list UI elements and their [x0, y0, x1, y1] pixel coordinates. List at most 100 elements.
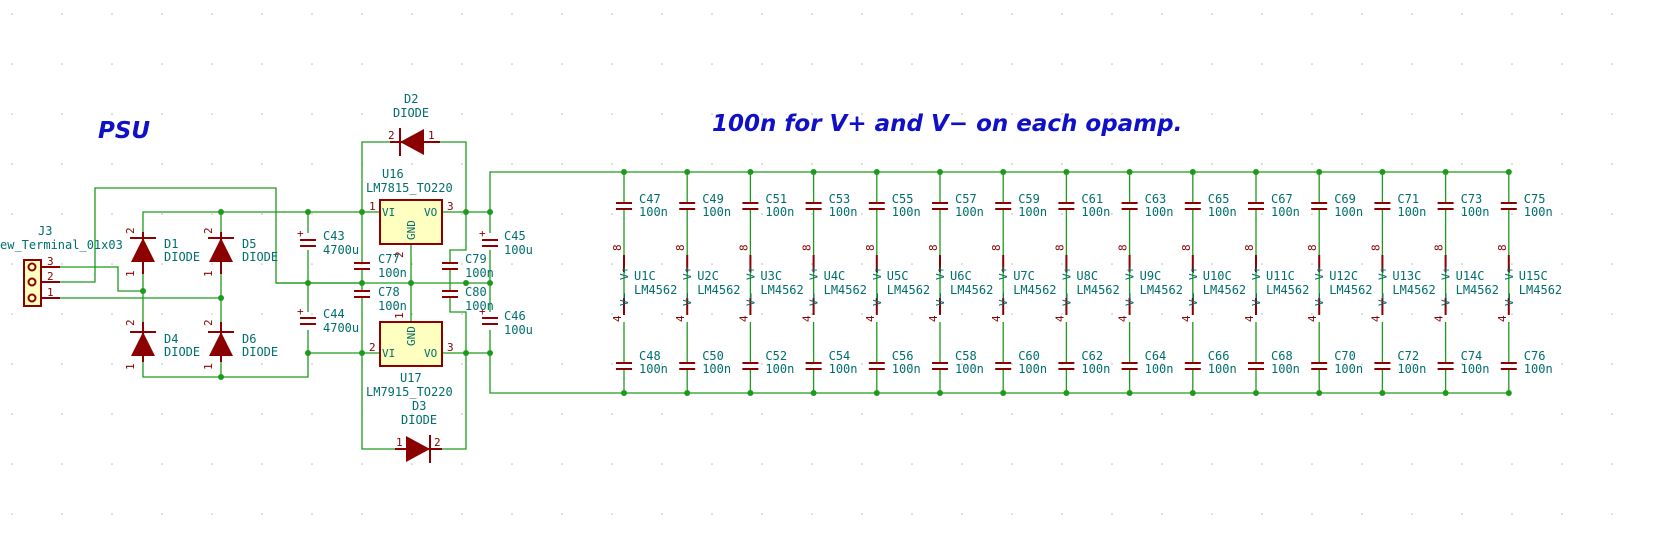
- regulator-u16[interactable]: U16 LM7815_TO220 VI VO GND 1 3 2: [366, 167, 454, 258]
- d3-value: DIODE: [401, 413, 437, 427]
- opamp-pin-vminus: V−: [1124, 292, 1137, 306]
- capacitor-c44[interactable]: + C44 4700u: [297, 305, 359, 335]
- cap-bot-ref: C58: [955, 349, 977, 363]
- c44-value: 4700u: [323, 321, 359, 335]
- cap-top-ref: C73: [1461, 192, 1483, 206]
- capacitor-c43[interactable]: + C43 4700u: [297, 227, 359, 257]
- cap-top-ref: C51: [765, 192, 787, 206]
- capacitor-c46[interactable]: + C46 100u: [479, 305, 533, 337]
- d1-ref: D1: [164, 237, 178, 251]
- cap-bot-ref: C70: [1334, 349, 1356, 363]
- diode-d5[interactable]: D5 DIODE 2 1: [202, 227, 278, 277]
- d3-ref: D3: [412, 399, 426, 413]
- opamp-pin-vplus: V+: [1250, 266, 1263, 280]
- opamp-pin-vplus: V+: [744, 266, 757, 280]
- capacitor-c80[interactable]: C80 100n: [442, 285, 494, 313]
- cap-bot-ref: C52: [765, 349, 787, 363]
- cap-top-value: 100n: [1271, 205, 1300, 219]
- cap-bot-value: 100n: [1208, 362, 1237, 376]
- cap-top-ref: C49: [702, 192, 724, 206]
- opamp-pin-num-4: 4: [611, 315, 624, 322]
- svg-text:+: +: [479, 305, 486, 318]
- cap-bot-value: 100n: [1018, 362, 1047, 376]
- regulator-u17[interactable]: U17 LM7915_TO220 VI VO GND 2 3 1: [366, 312, 454, 399]
- cap-top-value: 100n: [1334, 205, 1363, 219]
- cap-top-value: 100n: [1524, 205, 1553, 219]
- opamp-pin-num-4: 4: [737, 315, 750, 322]
- psu-wires: [60, 141, 1506, 450]
- c80-value: 100n: [465, 299, 494, 313]
- cap-bot-ref: C66: [1208, 349, 1230, 363]
- u17-pin-num-out: 3: [447, 341, 454, 354]
- diode-d6[interactable]: D6 DIODE 2 1: [202, 319, 278, 370]
- capacitor-c78[interactable]: C78 100n: [354, 285, 407, 313]
- c46-ref: C46: [504, 309, 526, 323]
- diode-d2[interactable]: D2 DIODE 2 1: [388, 92, 440, 156]
- opamp-unit-value: LM4562: [1076, 283, 1119, 297]
- d1-pin-2: 2: [124, 227, 137, 234]
- opamp-pin-vplus: V+: [997, 266, 1010, 280]
- diode-d3[interactable]: D3 DIODE 1 2: [395, 399, 442, 463]
- capacitor-c45[interactable]: + C45 100u: [479, 227, 533, 257]
- opamp-unit-ref: U8C: [1076, 269, 1098, 283]
- diode-d1[interactable]: D1 DIODE 2 1: [124, 227, 200, 277]
- d5-ref: D5: [242, 237, 256, 251]
- opamp-pin-vminus: V−: [871, 292, 884, 306]
- connector-j3[interactable]: J3 ew_Terminal_01x03 3 2 1: [0, 224, 123, 307]
- capacitor-c79[interactable]: C79 100n: [442, 252, 494, 280]
- j3-pin-1: 1: [47, 286, 54, 299]
- capacitor-c77[interactable]: C77 100n: [354, 252, 407, 280]
- opamp-unit-ref: U6C: [950, 269, 972, 283]
- j3-pin-3: 3: [47, 255, 54, 268]
- diode-d4[interactable]: D4 DIODE 2 1: [124, 319, 200, 370]
